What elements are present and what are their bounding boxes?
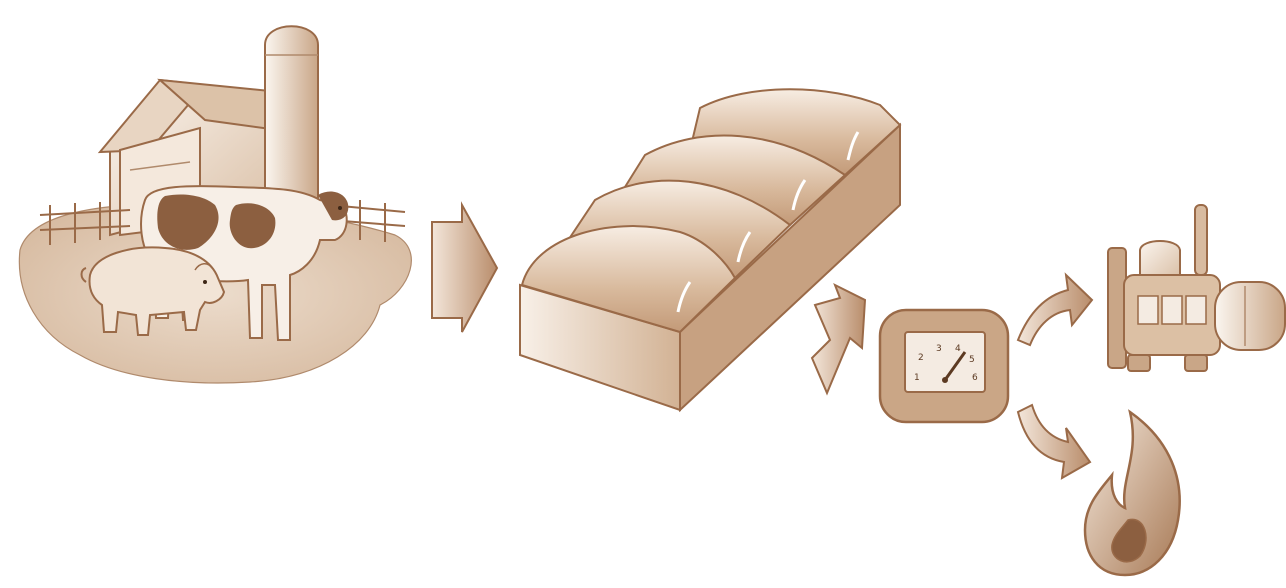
flame-icon [1083,409,1181,577]
gauge-digit-6: 6 [972,373,978,383]
gauge-digit-2: 2 [918,353,924,363]
pig-icon [80,246,226,336]
gas-meter-icon: 1 2 3 4 5 6 [878,308,1010,424]
covered-digester-icon [519,88,902,413]
gauge-digit-3: 3 [936,344,942,354]
gauge-digit-1: 1 [914,373,920,383]
silo-icon [264,25,319,216]
flow-arrow-meter-to-generator [1016,272,1094,347]
engine-generator-icon [1107,204,1286,372]
flow-arrow-digester-to-meter [810,282,867,396]
flow-arrow-meter-to-flare [1016,403,1092,480]
farm-livestock-icon [18,25,412,384]
gauge-digit-4: 4 [955,344,961,354]
gauge-digit-5: 5 [969,355,975,365]
flow-arrow-farm-to-digester [431,201,499,333]
